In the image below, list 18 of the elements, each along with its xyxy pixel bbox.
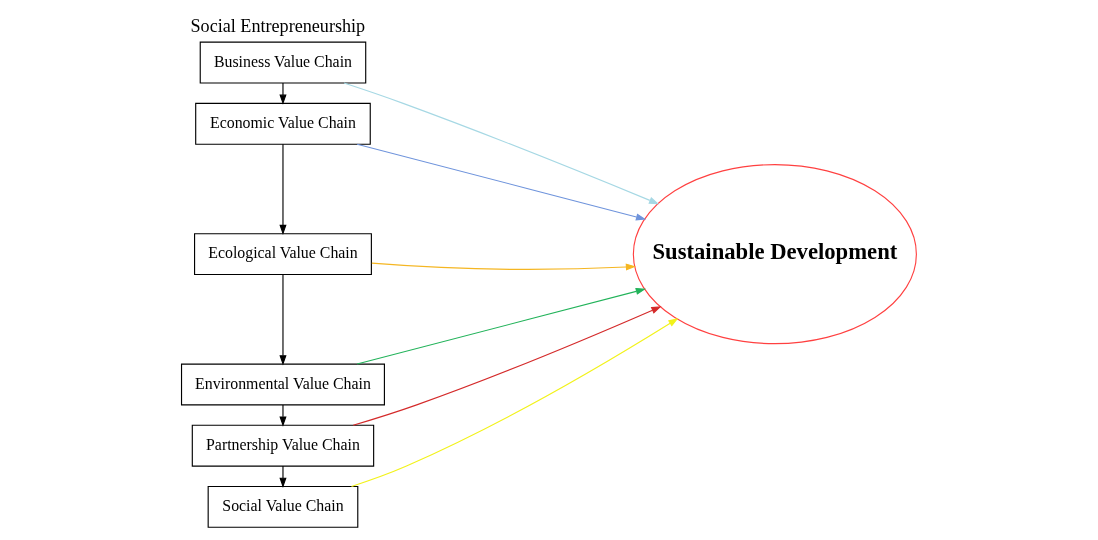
- arrow: [343, 82, 660, 205]
- arrow: [279, 404, 287, 427]
- node-box: Business Value Chain: [199, 41, 367, 84]
- node-box: Partnership Value Chain: [191, 424, 375, 467]
- node-box: Environmental Value Chain: [180, 363, 385, 406]
- node-box: Social Value Chain: [207, 485, 359, 528]
- arrow: [350, 318, 679, 487]
- arrow: [279, 143, 287, 236]
- arrow: [279, 465, 287, 488]
- arrow: [279, 274, 287, 366]
- node-box: Ecological Value Chain: [194, 233, 372, 276]
- arrow: [356, 287, 646, 365]
- arrow: [352, 306, 662, 426]
- arrow: [371, 262, 637, 271]
- arrow: [356, 143, 647, 221]
- diagram-title: Social Entrepreneurship: [190, 15, 366, 36]
- node-box: Economic Value Chain: [195, 102, 371, 145]
- arrow: [279, 82, 287, 105]
